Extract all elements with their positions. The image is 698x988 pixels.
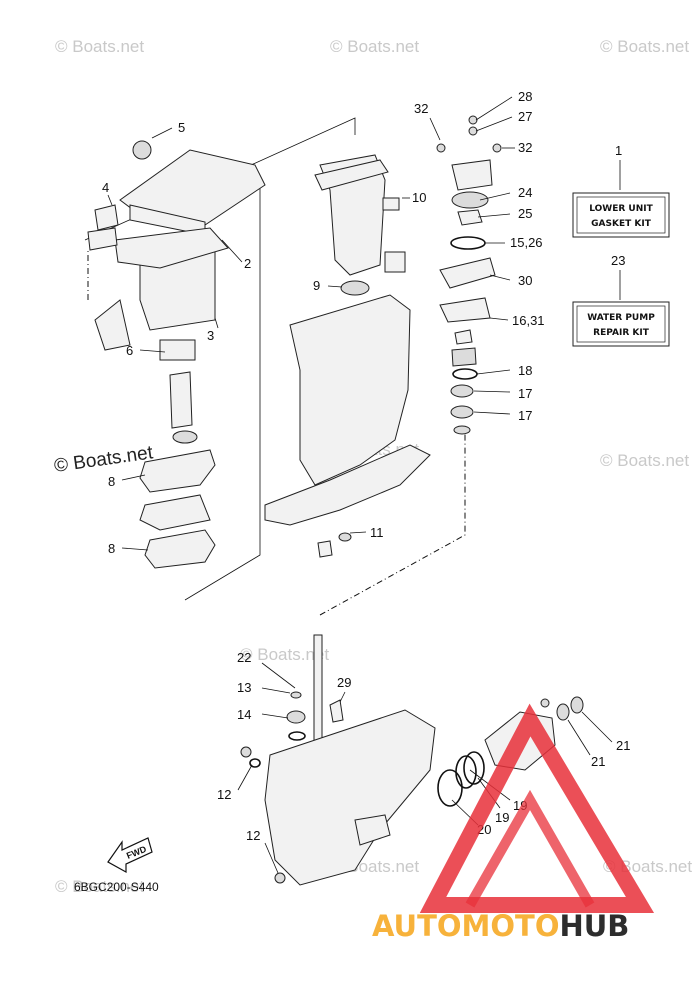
diagram-code: 6BGC200-S440: [74, 880, 159, 894]
callout-21[interactable]: 21: [616, 738, 630, 753]
callout-5[interactable]: 5: [178, 120, 185, 135]
kit-label-line: REPAIR KIT: [593, 328, 650, 338]
callout-17[interactable]: 17: [518, 386, 532, 401]
callout-18[interactable]: 18: [518, 363, 532, 378]
callout-25[interactable]: 25: [518, 206, 532, 221]
callout-8[interactable]: 8: [108, 474, 115, 489]
callout-6[interactable]: 6: [126, 343, 133, 358]
callout-19[interactable]: 19: [495, 810, 509, 825]
callouts: 5 4 2 3 6 8 8 9 10 11 28 27 32 32 24 25 …: [102, 89, 630, 843]
kit-label-lower-unit[interactable]: LOWER UNIT GASKET KIT: [572, 192, 670, 238]
callout-27[interactable]: 27: [518, 109, 532, 124]
callout-32[interactable]: 32: [414, 101, 428, 116]
callout-12[interactable]: 12: [246, 828, 260, 843]
exhaust-manifold: [87, 140, 266, 444]
callout-1[interactable]: 1: [615, 143, 622, 158]
callout-13[interactable]: 13: [237, 680, 251, 695]
callout-16-31[interactable]: 16,31: [512, 313, 545, 328]
callout-32[interactable]: 32: [518, 140, 532, 155]
brand-logo: AUTOMOTOHUB: [372, 703, 655, 943]
watermark: © Boats.net: [55, 37, 144, 56]
callout-23[interactable]: 23: [611, 253, 625, 268]
gaskets: [139, 449, 216, 569]
callout-17[interactable]: 17: [518, 408, 532, 423]
callout-4[interactable]: 4: [102, 180, 109, 195]
callout-14[interactable]: 14: [237, 707, 251, 722]
callout-29[interactable]: 29: [337, 675, 351, 690]
kit-label-line: GASKET KIT: [591, 219, 652, 229]
callout-22[interactable]: 22: [237, 650, 251, 665]
brand-text-part1: AUTOMOTO: [372, 909, 559, 943]
watermark: © Boats.net: [55, 877, 144, 896]
callout-3[interactable]: 3: [207, 328, 214, 343]
callout-10[interactable]: 10: [412, 190, 426, 205]
kit-label-line: WATER PUMP: [587, 313, 655, 323]
callout-12[interactable]: 12: [217, 787, 231, 802]
water-pump: [384, 115, 502, 435]
callout-11[interactable]: 11: [370, 525, 384, 540]
brand-text-part2: HUB: [559, 909, 629, 943]
watermark-large: © Boats.net: [53, 442, 155, 477]
watermark: © Boats.net: [240, 645, 329, 664]
callout-2[interactable]: 2: [244, 256, 251, 271]
fwd-arrow: FWD: [107, 837, 153, 874]
watermark: © Boats.net: [600, 37, 689, 56]
brand-text: AUTOMOTOHUB: [372, 909, 629, 943]
kit-label-water-pump[interactable]: WATER PUMP REPAIR KIT: [572, 301, 670, 347]
callout-21[interactable]: 21: [591, 754, 605, 769]
kit-label-line: LOWER UNIT: [589, 204, 653, 214]
watermark: © Boats.net: [600, 451, 689, 470]
callout-9[interactable]: 9: [313, 278, 320, 293]
watermark: © Boats.net: [330, 37, 419, 56]
brand-triangle: [419, 703, 655, 913]
callout-30[interactable]: 30: [518, 273, 532, 288]
callout-15-26[interactable]: 15,26: [510, 235, 543, 250]
lower-case: [240, 634, 584, 886]
callout-28[interactable]: 28: [518, 89, 532, 104]
callout-8[interactable]: 8: [108, 541, 115, 556]
callout-24[interactable]: 24: [518, 185, 532, 200]
upper-case: [264, 154, 431, 558]
